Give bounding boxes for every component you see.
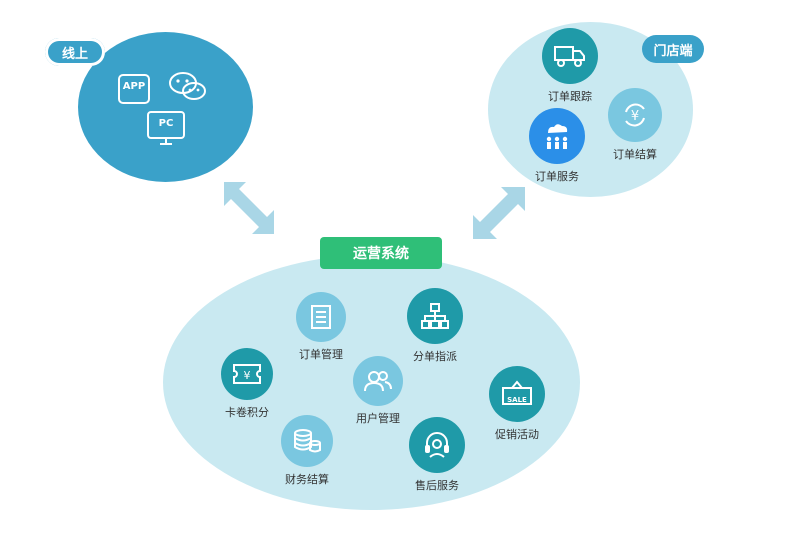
ops-item-finance: 财务结算 [257,415,357,487]
arrow-online-ops [218,178,288,240]
sale-text: SALE [507,396,527,404]
store-item-tracking: 订单跟踪 [520,28,620,104]
people-cloud-icon [529,108,585,164]
store-item-service: 订单服务 [507,108,607,184]
ops-item-label: 订单管理 [299,348,343,361]
ops-item-user-mgmt: 用户管理 [328,356,428,426]
document-icon [296,292,346,342]
ops-label: 运营系统 [320,237,442,269]
truck-icon [542,28,598,84]
online-cluster [78,32,253,182]
yuan-symbol: ¥ [631,109,639,124]
wechat-icon [168,70,208,104]
users-icon [353,356,403,406]
app-text: APP [122,81,146,92]
ops-item-card-points: ¥ 卡卷积分 [197,348,297,420]
ops-item-label: 分单指派 [413,350,457,363]
ops-item-label: 用户管理 [356,412,400,425]
pc-text: PC [158,118,174,129]
ops-item-aftersales: 售后服务 [387,417,487,493]
ops-item-label: 售后服务 [415,479,459,492]
ops-item-label: 促销活动 [495,428,539,441]
app-icon: APP [116,74,152,104]
ops-item-dispatch: 分单指派 [385,288,485,364]
store-item-settlement: ¥ 订单结算 [585,88,685,162]
ops-item-label: 卡卷积分 [225,406,269,419]
sale-sign-icon: SALE [489,366,545,422]
arrow-store-ops [465,183,535,245]
hierarchy-icon [407,288,463,344]
pc-icon: PC [146,110,186,148]
ticket-icon: ¥ [221,348,273,400]
ops-item-order-mgmt: 订单管理 [271,292,371,362]
ops-item-label: 财务结算 [285,473,329,486]
store-item-label: 订单跟踪 [548,90,592,103]
store-item-label: 订单服务 [535,170,579,183]
yuan-refresh-icon: ¥ [608,88,662,142]
store-label: 门店端 [642,35,704,63]
coins-icon [281,415,333,467]
ops-item-promotion: SALE 促销活动 [467,366,567,442]
headset-icon [409,417,465,473]
yuan-symbol: ¥ [244,369,251,382]
online-label: 线上 [45,38,105,66]
store-item-label: 订单结算 [613,148,657,161]
